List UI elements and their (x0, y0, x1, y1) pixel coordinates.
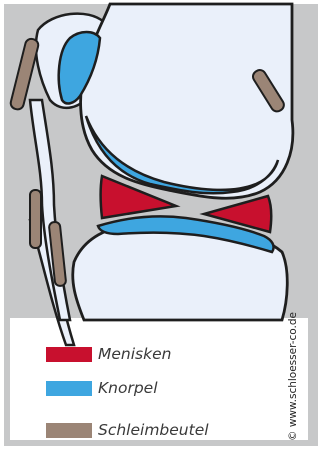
legend-swatch-menisken (46, 347, 92, 362)
copyright-credit: © www.schloesser-co.de (287, 312, 299, 441)
legend-item-menisken: Menisken (46, 343, 171, 365)
femur (81, 4, 293, 198)
legend-swatch-knorpel (46, 381, 92, 396)
legend-label-knorpel: Knorpel (98, 379, 158, 397)
legend-item-schleimbeutel: Schleimbeutel (46, 419, 209, 441)
legend-swatch-schleimbeutel (46, 423, 92, 438)
legend-label-menisken: Menisken (98, 345, 171, 363)
legend-label-schleimbeutel: Schleimbeutel (98, 421, 209, 439)
legend-item-knorpel: Knorpel (46, 377, 158, 399)
bursa-mid-left (30, 190, 41, 248)
